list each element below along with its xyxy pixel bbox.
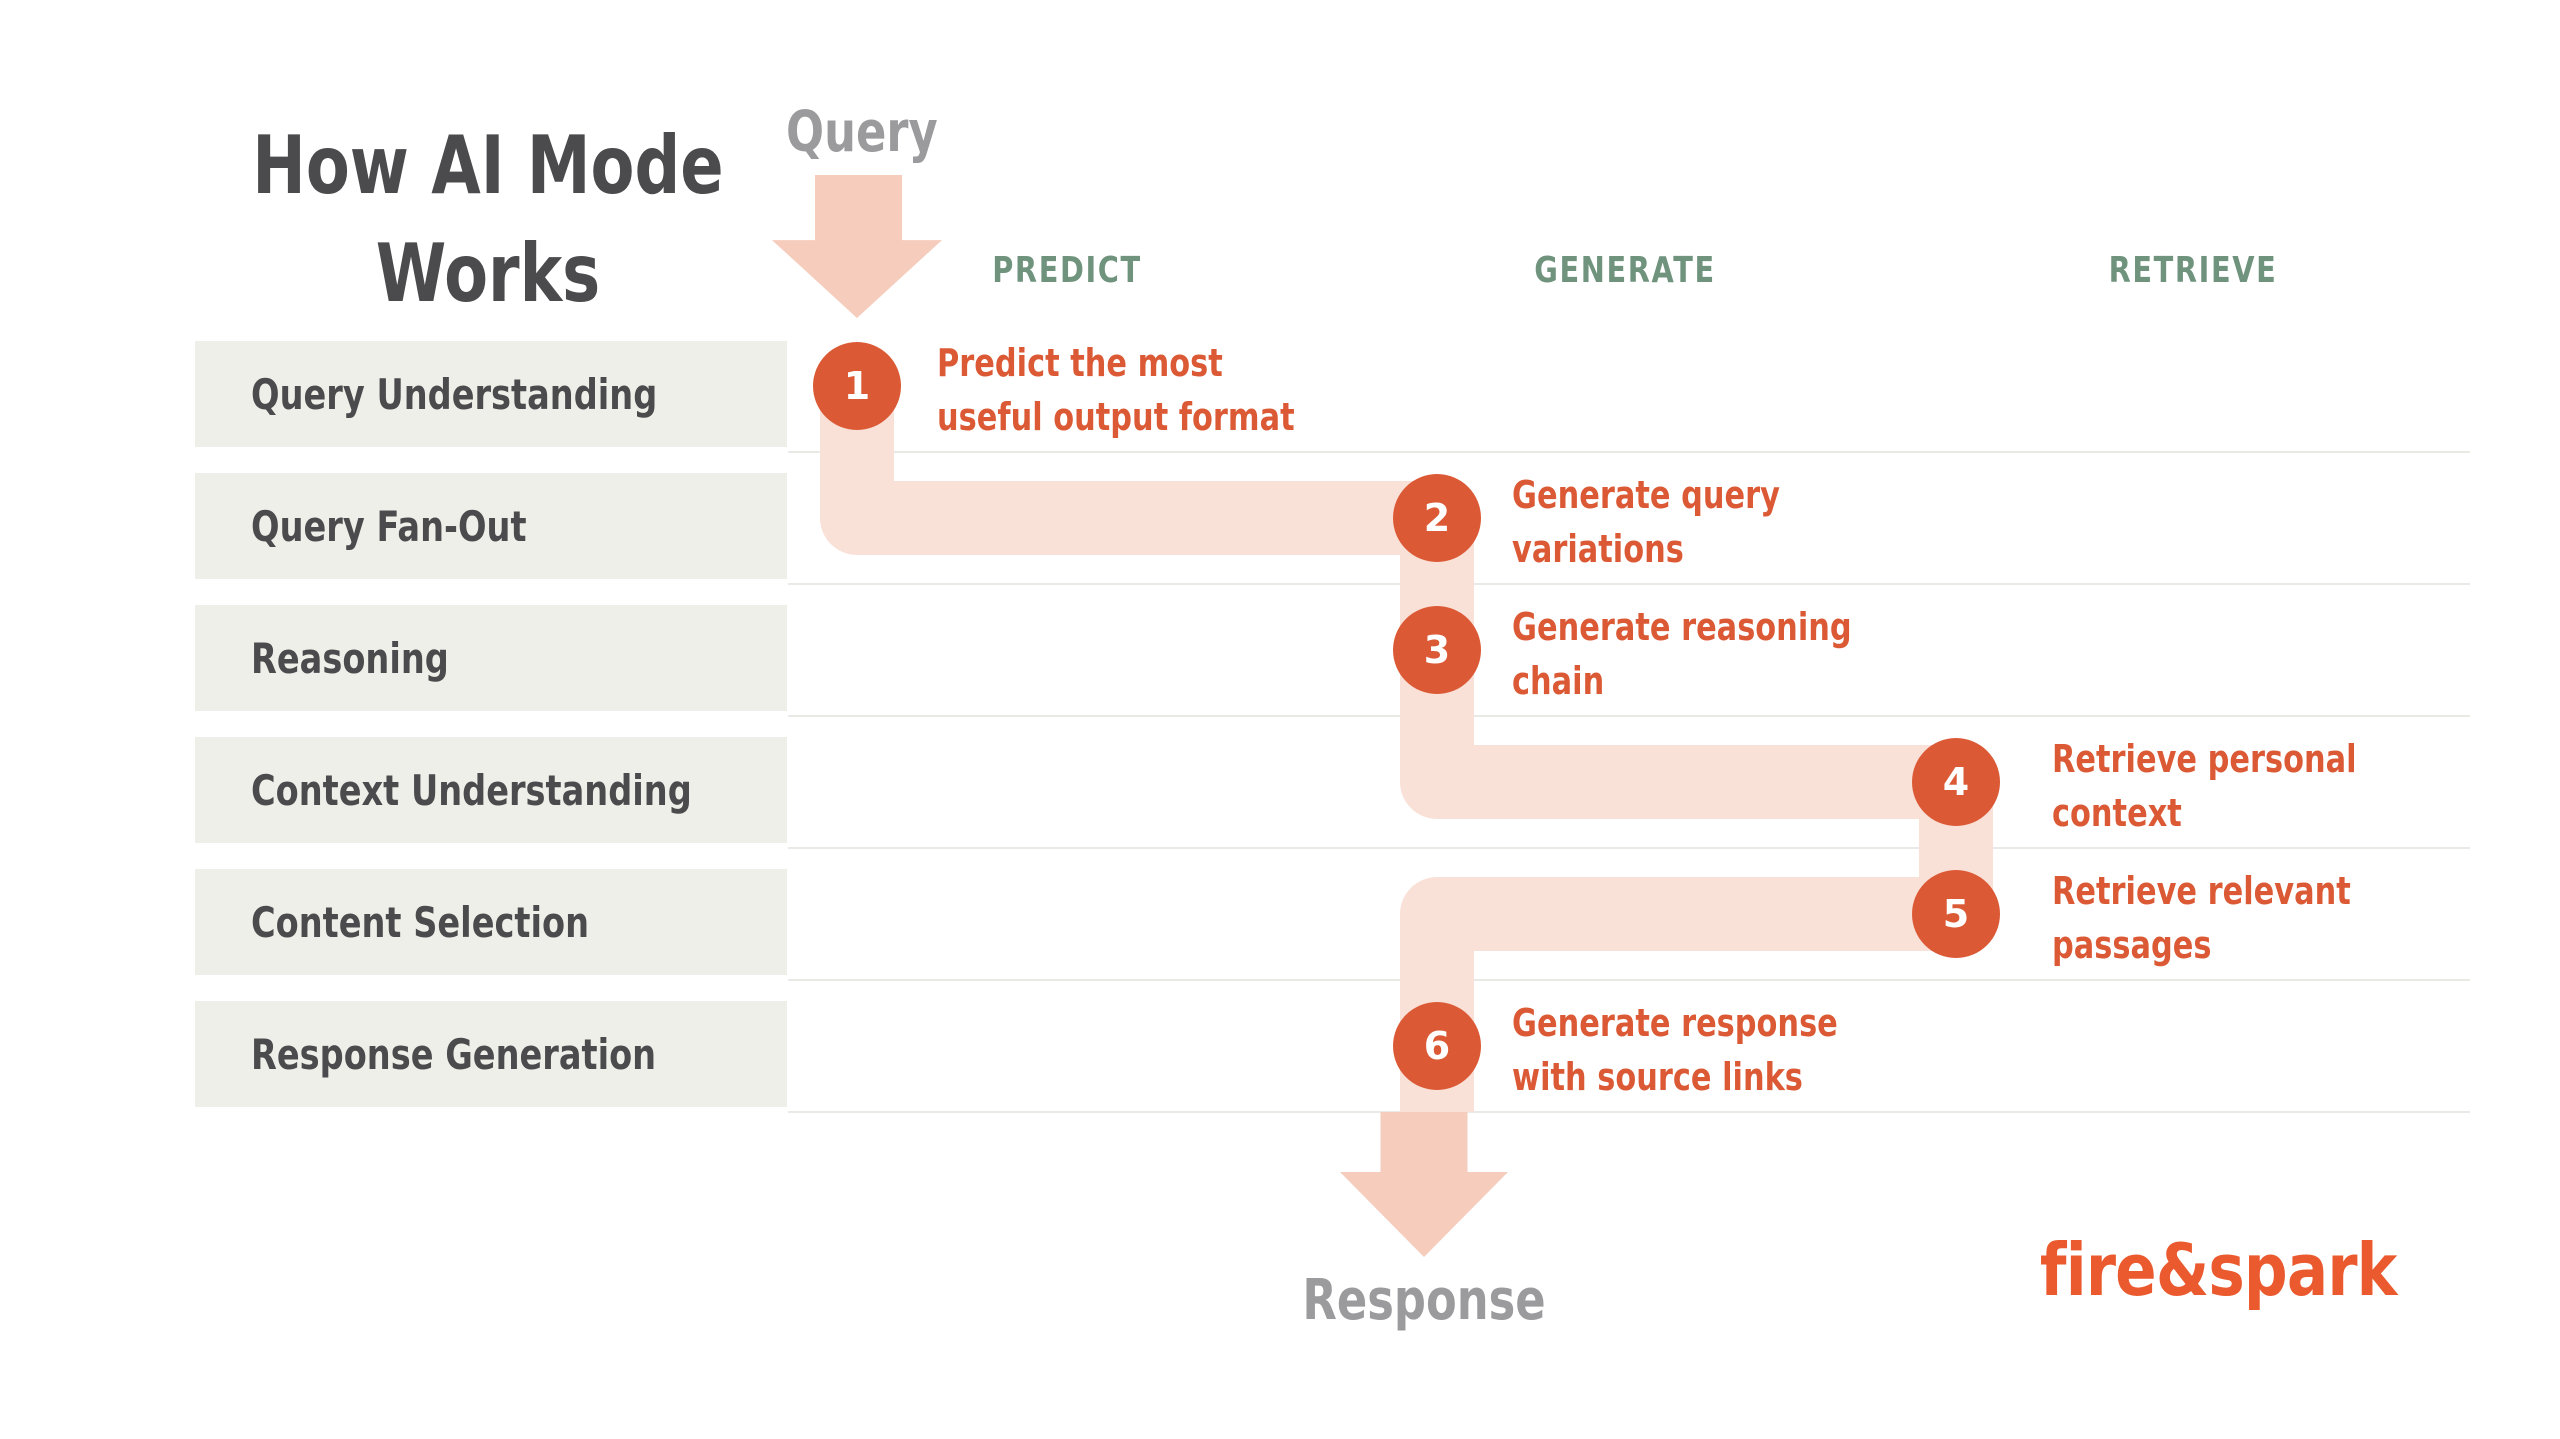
column-header-predict: PREDICT [992,250,1142,291]
page-title: How AI Mode Works [248,112,728,328]
title-line-1: How AI Mode [252,119,724,212]
gridline [788,1111,2470,1113]
step-label-line: chain [1512,659,1605,703]
column-header-generate: GENERATE [1534,250,1716,291]
stage-label: Context Understanding [251,765,692,815]
step-circle-1: 1 [813,342,901,430]
step-circle-4: 4 [1912,738,2000,826]
step-label-line: variations [1512,527,1684,571]
step-label-line: Retrieve personal [2052,737,2357,781]
gridline [788,847,2470,849]
step-label-line: useful output format [937,395,1295,439]
stage-row-context-understanding: Context Understanding [195,737,787,843]
step-label-line: Generate query [1512,473,1780,517]
step-label-3: Generate reasoning chain [1512,600,1852,708]
step-label-line: passages [2052,923,2212,967]
stage-row-query-understanding: Query Understanding [195,341,787,447]
stage-label: Response Generation [251,1029,657,1079]
step-circle-3: 3 [1393,606,1481,694]
stage-row-response-generation: Response Generation [195,1001,787,1107]
step-label-line: Predict the most [937,341,1223,385]
step-label-line: with source links [1512,1055,1803,1099]
step-label-6: Generate response with source links [1512,996,1838,1104]
response-label: Response [1302,1268,1546,1333]
query-label: Query [786,100,938,165]
step-label-4: Retrieve personal context [2052,732,2357,840]
gridline [788,583,2470,585]
step-label-2: Generate query variations [1512,468,1780,576]
stage-label: Query Understanding [251,369,658,419]
step-label-line: Generate response [1512,1001,1838,1045]
step-circle-2: 2 [1393,474,1481,562]
fire-and-spark-logo: fire&spark [2040,1228,2397,1312]
stage-label: Query Fan-Out [251,501,527,551]
gridline [788,715,2470,717]
stage-label: Reasoning [251,633,449,683]
stage-row-content-selection: Content Selection [195,869,787,975]
step-label-line: Generate reasoning [1512,605,1852,649]
step-label-line: context [2052,791,2182,835]
step-label-line: Retrieve relevant [2052,869,2351,913]
column-header-retrieve: RETRIEVE [2108,250,2278,291]
gridline [788,979,2470,981]
stage-row-query-fan-out: Query Fan-Out [195,473,787,579]
step-label-5: Retrieve relevant passages [2052,864,2351,972]
title-line-2: Works [375,227,601,320]
step-circle-5: 5 [1912,870,2000,958]
gridline [788,451,2470,453]
step-circle-6: 6 [1393,1002,1481,1090]
stage-label: Content Selection [251,897,589,947]
step-label-1: Predict the most useful output format [937,336,1295,444]
stage-row-reasoning: Reasoning [195,605,787,711]
